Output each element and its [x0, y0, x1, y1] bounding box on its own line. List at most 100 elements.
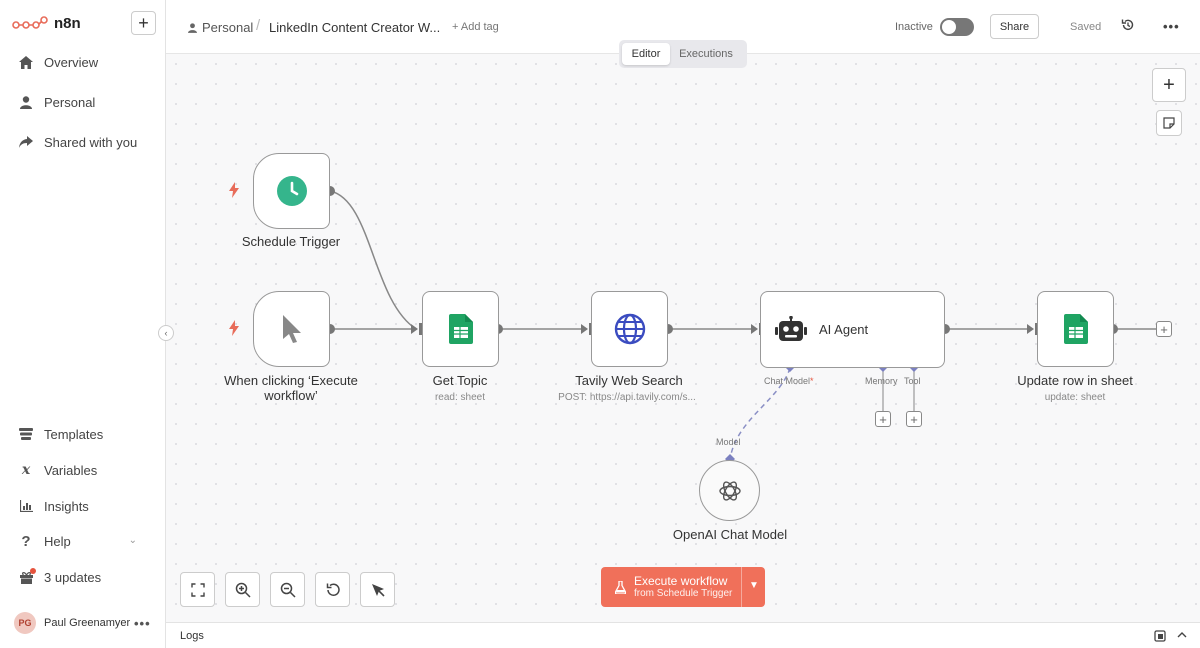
zoom-out-button[interactable]	[270, 572, 305, 607]
google-sheets-icon	[448, 314, 473, 344]
node-label: OpenAI Chat Model	[672, 527, 788, 542]
memory-handle-label: Memory	[865, 376, 898, 386]
node-manual-trigger[interactable]	[253, 291, 330, 367]
workflow-title[interactable]: LinkedIn Content Creator W...	[269, 20, 441, 35]
history-icon[interactable]	[1121, 18, 1135, 35]
cursor-icon	[282, 315, 301, 343]
share-button[interactable]: Share	[990, 14, 1039, 39]
active-toggle[interactable]	[940, 18, 974, 36]
openai-icon	[718, 480, 741, 501]
variables-icon: x	[21, 462, 31, 478]
zoom-out-icon	[280, 582, 296, 598]
sidebar-item-help[interactable]: ? Help	[18, 531, 70, 551]
node-label: When clicking ‘Execute workflow’	[224, 373, 358, 403]
popout-icon[interactable]	[1154, 630, 1166, 645]
required-marker: *	[810, 376, 814, 386]
model-handle-label: Model	[716, 437, 741, 447]
add-node-panel-button[interactable]: +	[1152, 68, 1186, 102]
sidebar-item-label: 3 updates	[44, 569, 102, 585]
add-tag-link[interactable]: + Add tag	[452, 21, 499, 33]
trigger-bolt-icon	[228, 320, 240, 339]
undo-icon	[326, 583, 340, 596]
n8n-logo[interactable]: n8n	[12, 12, 81, 34]
node-schedule-trigger[interactable]	[253, 153, 330, 229]
share-icon	[18, 134, 34, 150]
tool-handle-label: Tool	[904, 376, 921, 386]
tab-editor[interactable]: Editor	[622, 43, 670, 65]
avatar: PG	[14, 612, 36, 634]
node-get-topic[interactable]	[422, 291, 499, 367]
execute-text: Execute workflow from Schedule Trigger	[634, 574, 733, 600]
sticky-note-icon	[1163, 117, 1175, 129]
user-icon	[18, 94, 34, 110]
execute-sublabel: from Schedule Trigger	[634, 588, 733, 599]
chevron-down-icon[interactable]: ⌄	[128, 535, 137, 546]
wand-icon	[371, 583, 385, 597]
add-node-button[interactable]: +	[1156, 321, 1172, 337]
tidy-up-button[interactable]	[360, 572, 395, 607]
collapse-sidebar-button[interactable]: ‹	[158, 325, 174, 341]
execute-workflow-button[interactable]: Execute workflow from Schedule Trigger ▼	[601, 567, 765, 607]
node-subtitle: update: sheet	[1044, 392, 1106, 403]
zoom-in-icon	[235, 582, 251, 598]
user-menu[interactable]: PG Paul Greenamyer	[14, 612, 130, 634]
breadcrumb-project[interactable]: Personal	[188, 20, 253, 35]
trigger-bolt-icon	[228, 182, 240, 201]
google-sheets-icon	[1063, 314, 1088, 344]
save-status: Saved	[1070, 21, 1102, 33]
user-icon	[188, 22, 197, 33]
sidebar-item-insights[interactable]: Insights	[18, 496, 89, 516]
sticky-note-button[interactable]	[1156, 110, 1182, 136]
node-label: AI Agent	[819, 322, 869, 337]
insights-icon	[18, 498, 34, 514]
fit-view-icon	[190, 582, 205, 597]
node-openai-chat-model[interactable]	[699, 460, 760, 521]
notification-dot	[30, 568, 36, 574]
sidebar-item-label: Personal	[44, 94, 96, 110]
node-subtitle: read: sheet	[434, 392, 486, 403]
sidebar-item-templates[interactable]: Templates	[18, 424, 103, 444]
globe-icon	[614, 313, 645, 345]
help-icon: ?	[21, 532, 31, 550]
sidebar-item-overview[interactable]: Overview	[18, 52, 98, 72]
sidebar-item-updates[interactable]: 3 updates	[18, 567, 101, 587]
gift-icon	[18, 569, 34, 585]
sidebar-item-variables[interactable]: x Variables	[18, 460, 97, 480]
chat-model-label: Chat Model	[764, 376, 811, 386]
workflow-canvas[interactable]	[166, 54, 1200, 622]
zoom-in-button[interactable]	[225, 572, 260, 607]
fit-view-button[interactable]	[180, 572, 215, 607]
sidebar-item-personal[interactable]: Personal	[18, 92, 95, 112]
node-update-row[interactable]	[1037, 291, 1114, 367]
sidebar-item-shared[interactable]: Shared with you	[18, 132, 137, 152]
chat-model-handle-label: Chat Model*	[764, 376, 814, 386]
execute-label: Execute workflow	[634, 574, 728, 588]
tab-executions[interactable]: Executions	[679, 48, 733, 60]
node-subtitle: POST: https://api.tavily.com/s...	[558, 392, 696, 403]
user-options-icon[interactable]: •••	[134, 616, 151, 631]
node-label: Update row in sheet	[1017, 373, 1133, 388]
reset-zoom-button[interactable]	[315, 572, 350, 607]
breadcrumb-separator: /	[256, 17, 261, 34]
node-label: Schedule Trigger	[241, 234, 341, 249]
logs-label: Logs	[180, 630, 204, 642]
sidebar-item-label: Templates	[44, 426, 104, 442]
view-tabs: Editor Executions	[619, 40, 747, 68]
add-memory-button[interactable]: +	[875, 411, 891, 427]
logo-icon	[12, 16, 48, 29]
create-button[interactable]: +	[131, 11, 156, 35]
sidebar: n8n + Overview Personal Shared with you …	[0, 0, 166, 648]
node-tavily-web-search[interactable]	[591, 291, 668, 367]
logs-panel[interactable]: Logs	[166, 622, 1200, 648]
header: Personal / LinkedIn Content Creator W...…	[166, 0, 1200, 54]
split-divider	[741, 567, 742, 607]
chevron-down-icon[interactable]: ▼	[749, 580, 759, 591]
sidebar-item-label: Shared with you	[44, 134, 138, 150]
node-ai-agent[interactable]: AI Agent	[760, 291, 945, 368]
app-name: n8n	[54, 14, 81, 32]
toggle-knob	[942, 20, 956, 34]
home-icon	[18, 54, 34, 70]
more-options-icon[interactable]: •••	[1163, 19, 1180, 34]
chevron-up-icon[interactable]	[1176, 629, 1188, 644]
add-tool-button[interactable]: +	[906, 411, 922, 427]
